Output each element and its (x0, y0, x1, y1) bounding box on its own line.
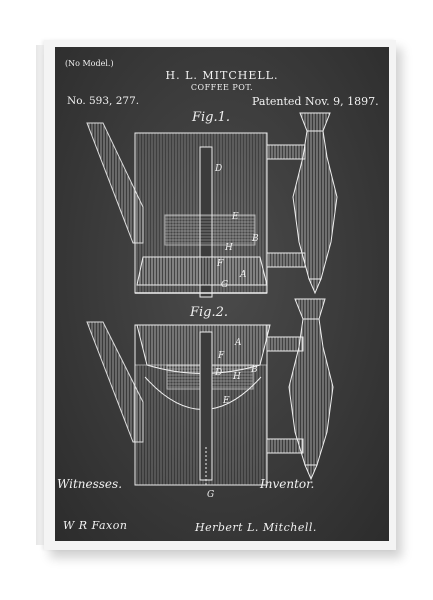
patent-subject: COFFEE POT. (190, 83, 254, 92)
fig2-letter-f: F (217, 351, 225, 361)
frame-side-edge (36, 45, 46, 545)
fig2-letter-d: D (214, 368, 222, 378)
fig1-letter-h: H (224, 243, 233, 253)
fig2-letter-g: G (207, 490, 214, 500)
fig1-letter-f: F (216, 259, 224, 269)
fig2-letter-a: A (234, 338, 242, 348)
fig1-letter-b: B (251, 234, 259, 244)
inventor-label: Inventor. (260, 477, 315, 491)
patent-print: (No Model.) H. L. MITCHELL. COFFEE POT. … (55, 47, 389, 541)
fig1-letter-a: A (239, 270, 247, 280)
fig1-letter-g: G (221, 280, 228, 290)
model-note: (No Model.) (65, 59, 114, 68)
inventor-name-heading: H. L. MITCHELL. (165, 69, 279, 82)
coffee-pot-drawing: D E B H F A G (86, 112, 338, 500)
fig1-label: Fig.1. (192, 110, 231, 125)
fig2-label: Fig.2. (190, 305, 229, 320)
fig1-letter-d: D (214, 164, 222, 174)
fig2-letter-e: E (222, 396, 230, 406)
witness-signature: W R Faxon (63, 519, 128, 532)
fig2-drawing (86, 298, 334, 487)
inventor-signature: Herbert L. Mitchell. (195, 521, 317, 534)
fig2-letter-b: B (250, 365, 258, 375)
witnesses-label: Witnesses. (57, 477, 123, 491)
fig1-letter-e: E (231, 212, 239, 222)
fig2-letter-h: H (232, 372, 241, 382)
patent-date: Patented Nov. 9, 1897. (252, 95, 379, 108)
fig1-drawing (86, 112, 338, 298)
patent-number: No. 593, 277. (67, 95, 140, 107)
